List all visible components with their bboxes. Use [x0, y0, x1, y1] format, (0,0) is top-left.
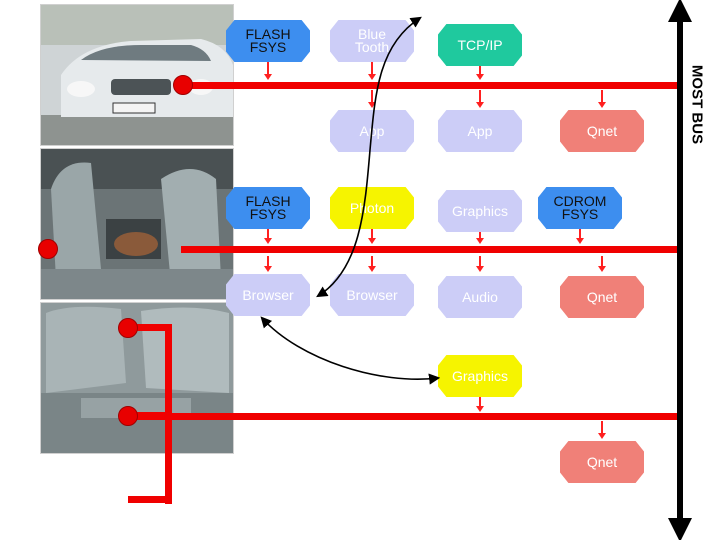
- connector-qnet-2: [598, 256, 606, 272]
- connector-browser-1: [264, 256, 272, 272]
- bus-branch-top: [128, 324, 172, 331]
- car-exterior-photo: [40, 4, 234, 146]
- bus-line-1: [181, 82, 678, 89]
- connector-graphics-2: [476, 396, 484, 412]
- cdrom-fsys-node: CDROM FSYS: [538, 187, 622, 229]
- audio-node: Audio: [438, 276, 522, 318]
- bus-node-2: [38, 239, 58, 259]
- graphics-node-1: Graphics: [438, 190, 522, 232]
- bus-node-4: [118, 406, 138, 426]
- bus-branch-mid: [128, 412, 172, 419]
- connector-app-2: [476, 90, 484, 108]
- browser-node-1: Browser: [226, 274, 310, 316]
- most-bus-label: MOST BUS: [688, 64, 706, 145]
- bus-branch-bottom: [128, 496, 172, 503]
- car-front-seats-photo: [40, 148, 234, 300]
- bus-line-2: [181, 246, 678, 253]
- connector-audio: [476, 256, 484, 272]
- connector-qnet-1: [598, 90, 606, 108]
- connector-graphics-1: [476, 228, 484, 244]
- qnet-node-1: Qnet: [560, 110, 644, 152]
- bus-node-3: [118, 318, 138, 338]
- qnet-node-2: Qnet: [560, 276, 644, 318]
- tcpip-node: TCP/IP: [438, 24, 522, 66]
- connector-flash-2: [264, 228, 272, 244]
- connector-flash-1: [264, 62, 272, 80]
- app-node-2: App: [438, 110, 522, 152]
- curve-browser-to-bluetooth: [316, 16, 422, 298]
- graphics-node-2: Graphics: [438, 355, 522, 397]
- bus-node-1: [173, 75, 193, 95]
- connector-tcpip: [476, 62, 484, 80]
- flash-fsys-node-2: FLASH FSYS: [226, 187, 310, 229]
- bus-line-3: [128, 413, 678, 420]
- flash-fsys-node-1: FLASH FSYS: [226, 20, 310, 62]
- connector-cdrom: [576, 228, 584, 244]
- qnet-node-3: Qnet: [560, 441, 644, 483]
- connector-qnet-3: [598, 421, 606, 439]
- curve-browser-to-graphics: [260, 316, 441, 385]
